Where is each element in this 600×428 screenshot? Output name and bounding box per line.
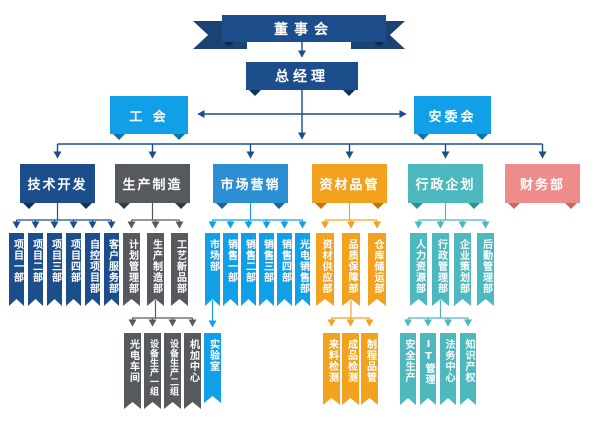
ribbon-sales-2: 销售二部 xyxy=(241,233,256,306)
banner-right-fold-icon xyxy=(374,42,384,47)
dept-admin-planning: 行政企划 xyxy=(408,164,483,209)
dept-tech-development: 技术开发 xyxy=(20,164,95,209)
dept-finance: 财务部 xyxy=(505,164,580,209)
node-general-manager: 总经理 xyxy=(246,62,358,96)
ribbon-tech-auto-control: 自控项目部 xyxy=(85,233,100,306)
ribbon-it-management: IT管理 xyxy=(420,333,436,405)
board-label: 董事会 xyxy=(274,21,334,38)
ribbon-machining-center: 机加中心 xyxy=(184,333,201,409)
ribbon-tech-project-2: 项目二部 xyxy=(28,233,43,306)
general-manager-label: 总经理 xyxy=(275,69,329,85)
ribbon-sales-4: 销售四部 xyxy=(277,233,292,306)
ribbon-incoming-inspection: 来料检测 xyxy=(323,333,340,405)
dept-label: 技术开发 xyxy=(27,178,88,193)
node-board: 董事会 xyxy=(222,15,386,42)
node-safety-committee: 安委会 xyxy=(414,96,491,140)
ribbon-intellectual-property: 知识产权 xyxy=(460,333,476,405)
connectors-tech-branch xyxy=(12,203,116,229)
ribbon-sales-1: 销售一部 xyxy=(223,233,238,306)
dept-label: 财务部 xyxy=(519,178,565,193)
ribbon-material-supply: 资材供应部 xyxy=(316,233,334,306)
ribbon-quality-assurance: 品质保障部 xyxy=(342,233,360,306)
dept-materials-quality: 资材品管 xyxy=(312,164,387,209)
ribbon-administration: 行政管理部 xyxy=(432,233,449,306)
ribbon-equipment-group-2: 设备生产二组 xyxy=(164,333,181,409)
ribbon-enterprise-planning: 企业策划部 xyxy=(454,233,471,306)
ribbon-laboratory: 实验室 xyxy=(204,333,221,403)
banner-left-fold-icon xyxy=(224,42,234,47)
safety-committee-label: 安委会 xyxy=(428,109,477,125)
connectors-top-level xyxy=(53,42,547,159)
ribbon-tech-project-1: 项目一部 xyxy=(9,233,24,306)
ribbon-market-dept: 市场部 xyxy=(205,233,220,306)
ribbon-warehouse-logistics: 仓库储运部 xyxy=(368,233,386,306)
ribbon-tech-project-4: 项目四部 xyxy=(66,233,81,306)
ribbon-sales-3: 销售三部 xyxy=(259,233,274,306)
ribbon-finished-inspection: 成品检测 xyxy=(342,333,359,405)
ribbon-optoelectronic-workshop: 光电车间 xyxy=(124,333,141,409)
dept-marketing: 市场营销 xyxy=(213,164,288,209)
ribbon-tech-customer-service: 客户服务部 xyxy=(104,233,119,306)
ribbon-prod-planning: 计划管理部 xyxy=(123,233,140,306)
ribbon-equipment-group-1: 设备生产一组 xyxy=(144,333,161,409)
ribbon-tech-project-3: 项目三部 xyxy=(47,233,62,306)
ribbon-legal-center: 法务中心 xyxy=(440,333,456,405)
dept-label: 资材品管 xyxy=(319,178,380,193)
ribbon-opto-sales: 光电销售部 xyxy=(295,233,310,306)
dept-label: 行政企划 xyxy=(415,178,476,193)
dept-production: 生产制造 xyxy=(115,164,190,209)
ribbon-prod-manufacturing: 生产制造部 xyxy=(147,233,164,306)
ribbon-logistics-management: 后勤管理部 xyxy=(477,233,494,306)
node-labor-union: 工 会 xyxy=(110,96,188,140)
dept-label: 生产制造 xyxy=(122,178,183,193)
connectors-materials-branch xyxy=(321,203,381,327)
connectors-production-branch xyxy=(127,203,197,327)
ribbon-safety-production: 安全生产 xyxy=(400,333,416,405)
ribbon-process-quality: 制程品管 xyxy=(361,333,378,405)
labor-union-label: 工 会 xyxy=(129,109,169,125)
connectors-marketing-branch xyxy=(208,203,307,328)
ribbon-human-resources: 人力资源部 xyxy=(410,233,427,306)
ribbon-prod-craft-new-product: 工艺新品部 xyxy=(171,233,188,306)
dept-label: 市场营销 xyxy=(220,178,281,193)
connectors-admin-branch xyxy=(404,203,490,327)
